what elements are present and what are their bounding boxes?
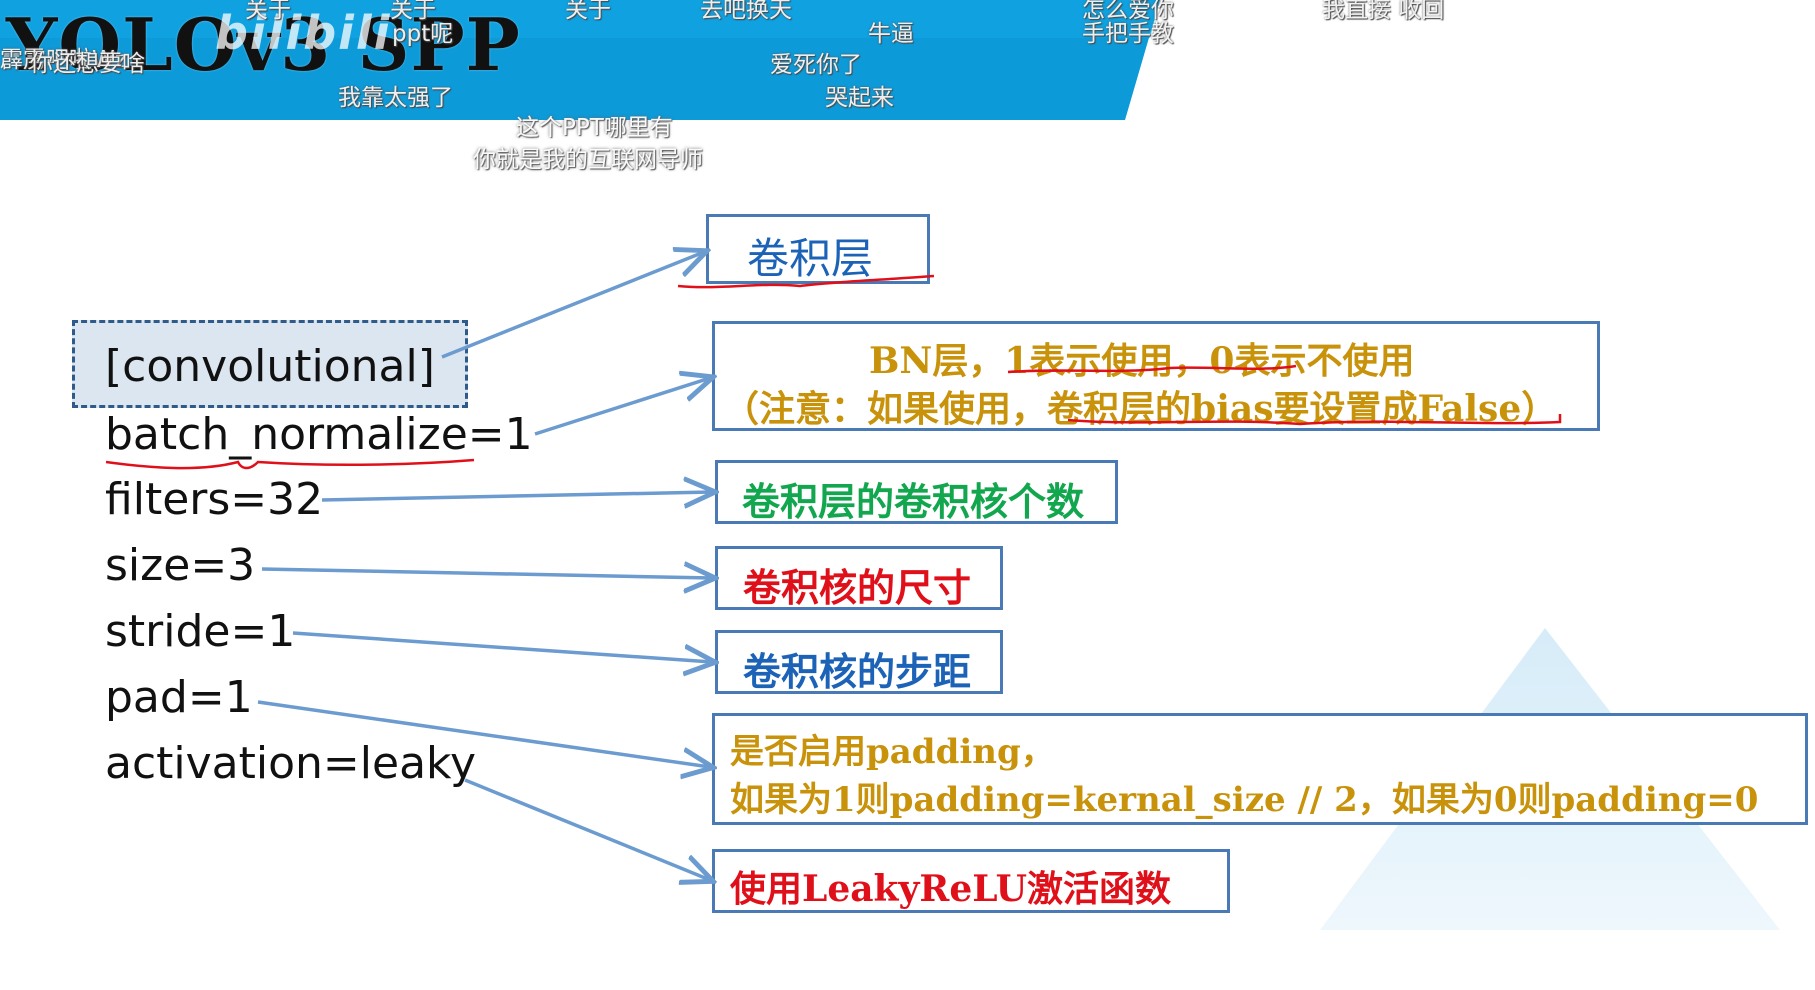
note-activation-text: 使用LeakyReLU激活函数 — [730, 868, 1171, 910]
underline-batch-normalize — [105, 458, 475, 470]
arrow-activation-to-note — [464, 778, 710, 880]
title-banner: YOLOv3 SPP bilibili — [0, 0, 1815, 120]
section-highlight-box — [72, 320, 468, 408]
code-line-stride: stride=1 — [105, 606, 296, 657]
note-pad-line1: 是否启用padding， — [730, 732, 1055, 772]
note-bn-use: 1表示使用， — [1004, 340, 1210, 382]
note-pad-line2: 如果为1则padding=kernal_size // 2，如果为0则paddi… — [730, 780, 1759, 820]
note-stride: 卷积核的步距 — [715, 630, 1003, 694]
danmaku-comment: 关于 — [245, 0, 291, 23]
danmaku-comment: 手把手教 — [1082, 21, 1174, 47]
danmaku-comment: 哭起来 — [825, 85, 894, 111]
danmaku-comment: 我直接 收回 — [1322, 0, 1445, 23]
note-batch-normalize: BN层，1表示使用，0表示不使用 （注意：如果使用，卷积层的bias要设置成Fa… — [712, 321, 1600, 431]
code-line-filters: filters=32 — [105, 474, 324, 525]
note-size: 卷积核的尺寸 — [715, 546, 1003, 610]
code-section-header: [convolutional] — [105, 341, 435, 392]
bilibili-watermark: bilibili — [215, 6, 392, 60]
danmaku-comment: ppt呢 — [392, 21, 454, 47]
note-size-text: 卷积核的尺寸 — [743, 565, 972, 610]
banner-shape — [0, 0, 1160, 120]
note-filters: 卷积层的卷积核个数 — [715, 460, 1118, 524]
code-line-size: size=3 — [105, 540, 256, 591]
code-line-batch-normalize: batch_normalize=1 — [105, 409, 533, 460]
arrow-bn-to-note — [534, 378, 710, 436]
note-activation: 使用LeakyReLU激活函数 — [712, 849, 1230, 913]
note-bn-bias-warning: 卷积层的bias要设置成False — [1047, 388, 1522, 430]
note-bn-label: BN层， — [869, 340, 1005, 382]
note-pad: 是否启用padding， 如果为1则padding=kernal_size //… — [712, 713, 1808, 825]
note-conv-layer: 卷积层 — [706, 214, 930, 284]
danmaku-comment: 关于 — [565, 0, 611, 23]
danmaku-comment: 你就是我的互联网导师 — [473, 147, 703, 173]
slide-title: YOLOv3 SPP — [6, 2, 521, 87]
danmaku-comment: 关于 — [390, 0, 436, 23]
note-stride-text: 卷积核的步距 — [743, 649, 972, 694]
arrow-stride-to-note — [292, 631, 712, 662]
danmaku-comment: 你还想要啥 — [30, 51, 145, 77]
note-bn-warning-suffix: ） — [1521, 388, 1558, 430]
danmaku-comment: 这个PPT哪里有 — [516, 115, 673, 141]
code-line-pad: pad=1 — [105, 672, 253, 723]
note-conv-layer-text: 卷积层 — [747, 234, 874, 283]
danmaku-comment: 我靠太强了 — [338, 85, 453, 111]
danmaku-comment: 去吧换天 — [700, 0, 792, 23]
arrow-filters-to-note — [321, 492, 712, 500]
danmaku-comment: 牛逼 — [868, 21, 914, 47]
danmaku-comment: 爱死你了 — [770, 52, 862, 78]
arrow-section-to-conv-layer — [441, 252, 704, 359]
danmaku-comment: 霹雳吧啦Wz — [0, 47, 127, 73]
note-bn-warning-prefix: （注意：如果使用， — [723, 388, 1048, 430]
note-filters-text: 卷积层的卷积核个数 — [742, 479, 1085, 524]
code-line-activation: activation=leaky — [105, 738, 476, 789]
arrow-size-to-note — [261, 569, 712, 578]
danmaku-comment: 怎么爱你 — [1082, 0, 1174, 23]
note-bn-not-use: 0表示不使用 — [1209, 340, 1415, 382]
